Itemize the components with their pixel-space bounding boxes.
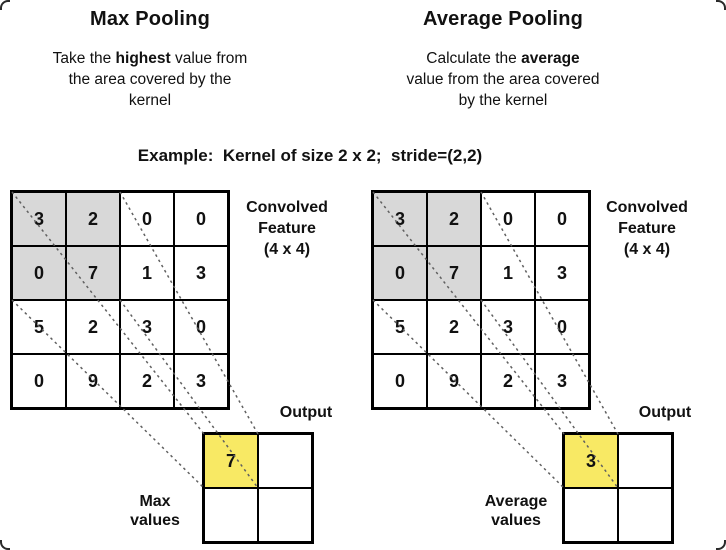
matrix-cell: 3 <box>535 354 589 408</box>
matrix-cell: 0 <box>481 192 535 246</box>
matrix-cell: 0 <box>174 192 228 246</box>
matrix-cell: 2 <box>481 354 535 408</box>
output-cell <box>618 434 672 488</box>
matrix-cell: 3 <box>481 300 535 354</box>
output-cell-highlighted: 3 <box>564 434 618 488</box>
output-cell <box>564 488 618 542</box>
matrix-cell: 0 <box>12 354 66 408</box>
matrix-cell: 3 <box>12 192 66 246</box>
matrix-cell: 7 <box>427 246 481 300</box>
average-pooling-description: Calculate the average value from the are… <box>391 48 615 111</box>
output-cell <box>204 488 258 542</box>
matrix-label-line: (4 x 4) <box>623 241 671 258</box>
description-text: value from the area covered by the kerne… <box>68 50 248 109</box>
average-pooling-title: Average Pooling <box>422 8 584 30</box>
matrix-cell: 3 <box>120 300 174 354</box>
max-output-grid: 7 <box>202 432 314 544</box>
avg-input-matrix: 3 2 0 0 0 7 1 3 5 2 3 0 0 9 2 3 <box>371 190 591 410</box>
avg-output-grid: 3 <box>562 432 674 544</box>
matrix-label-line: (4 x 4) <box>263 241 311 258</box>
matrix-label-line: Feature <box>258 220 316 237</box>
max-output-label: Output <box>279 404 333 421</box>
matrix-cell: 2 <box>66 192 120 246</box>
matrix-cell: 0 <box>373 246 427 300</box>
page-corner <box>0 0 10 10</box>
matrix-cell: 0 <box>373 354 427 408</box>
description-text: Calculate the <box>426 50 522 67</box>
values-label-line: Average <box>484 493 548 510</box>
matrix-cell: 9 <box>427 354 481 408</box>
description-bold-word: highest <box>115 50 171 67</box>
avg-values-label: Average values <box>466 492 566 530</box>
matrix-cell: 2 <box>427 300 481 354</box>
output-cell <box>258 488 312 542</box>
matrix-cell: 2 <box>66 300 120 354</box>
matrix-cell: 0 <box>174 300 228 354</box>
example-caption: Example: Kernel of size 2 x 2; stride=(2… <box>137 146 483 165</box>
output-cell <box>618 488 672 542</box>
matrix-label-line: Convolved <box>246 199 328 216</box>
matrix-label-line: Feature <box>618 220 676 237</box>
matrix-cell: 1 <box>481 246 535 300</box>
description-bold-word: average <box>521 50 580 67</box>
matrix-cell: 3 <box>535 246 589 300</box>
max-pooling-title: Max Pooling <box>90 8 210 30</box>
max-values-label: Max values <box>105 492 205 530</box>
matrix-cell: 1 <box>120 246 174 300</box>
matrix-cell: 2 <box>120 354 174 408</box>
page-corner <box>716 0 726 10</box>
values-label-line: values <box>130 512 180 529</box>
output-cell <box>258 434 312 488</box>
matrix-cell: 7 <box>66 246 120 300</box>
matrix-cell: 0 <box>535 300 589 354</box>
matrix-cell: 0 <box>120 192 174 246</box>
matrix-label-line: Convolved <box>606 199 688 216</box>
values-label-line: Max <box>139 493 171 510</box>
matrix-cell: 0 <box>535 192 589 246</box>
max-matrix-label: Convolved Feature (4 x 4) <box>237 197 337 260</box>
output-cell-highlighted: 7 <box>204 434 258 488</box>
matrix-cell: 5 <box>12 300 66 354</box>
max-pooling-description: Take the highest value from the area cov… <box>38 48 262 111</box>
matrix-cell: 5 <box>373 300 427 354</box>
matrix-cell: 3 <box>373 192 427 246</box>
matrix-cell: 0 <box>12 246 66 300</box>
description-text: Take the <box>52 50 116 67</box>
max-input-matrix: 3 2 0 0 0 7 1 3 5 2 3 0 0 9 2 3 <box>10 190 230 410</box>
values-label-line: values <box>491 512 541 529</box>
avg-matrix-label: Convolved Feature (4 x 4) <box>597 197 697 260</box>
description-text: value from the area covered by the kerne… <box>406 71 600 109</box>
matrix-cell: 9 <box>66 354 120 408</box>
page-corner <box>716 540 726 550</box>
matrix-cell: 3 <box>174 246 228 300</box>
matrix-cell: 3 <box>174 354 228 408</box>
page-corner <box>0 540 10 550</box>
matrix-cell: 2 <box>427 192 481 246</box>
avg-output-label: Output <box>638 404 692 421</box>
